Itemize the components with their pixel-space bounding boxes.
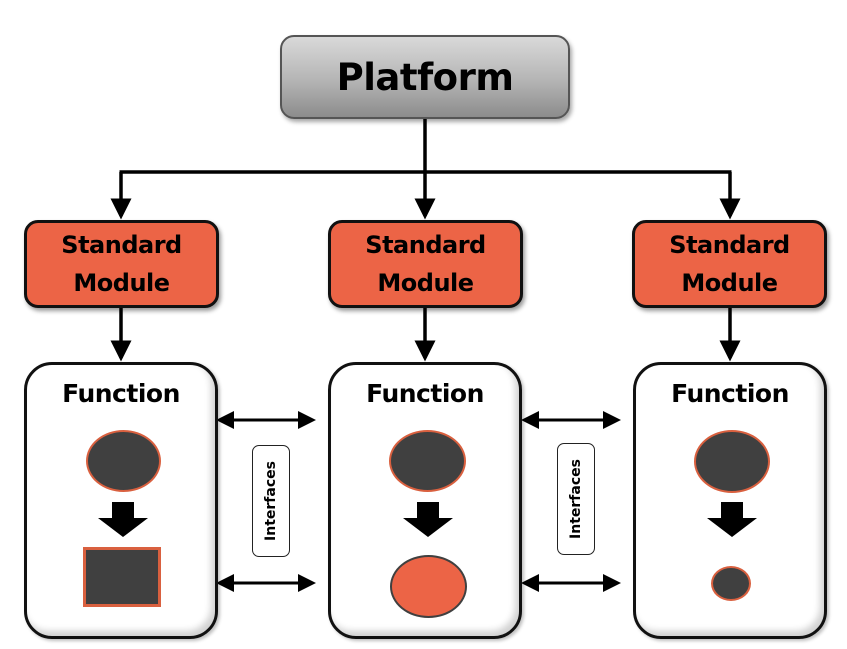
input-ellipse-icon: [389, 430, 466, 492]
input-ellipse-icon: [86, 430, 161, 492]
function-box-3: Function: [633, 362, 827, 639]
output-small-circle-icon: [711, 566, 751, 601]
output-rectangle-icon: [83, 547, 161, 607]
function-box-2: Function: [328, 362, 522, 639]
function-box-1: Function: [24, 362, 218, 639]
down-arrow-icon: [403, 502, 453, 537]
output-ellipse-icon: [390, 555, 467, 618]
platform-box: Platform: [280, 35, 570, 119]
input-ellipse-icon: [694, 430, 770, 493]
function-title: Function: [366, 379, 484, 408]
down-arrow-icon: [98, 502, 148, 537]
function-title: Function: [62, 379, 180, 408]
platform-label: Platform: [336, 55, 514, 99]
function-title: Function: [671, 379, 789, 408]
down-arrow-icon: [707, 502, 757, 537]
interfaces-label-2: Interfaces: [557, 443, 595, 555]
interfaces-label-1: Interfaces: [252, 445, 290, 557]
